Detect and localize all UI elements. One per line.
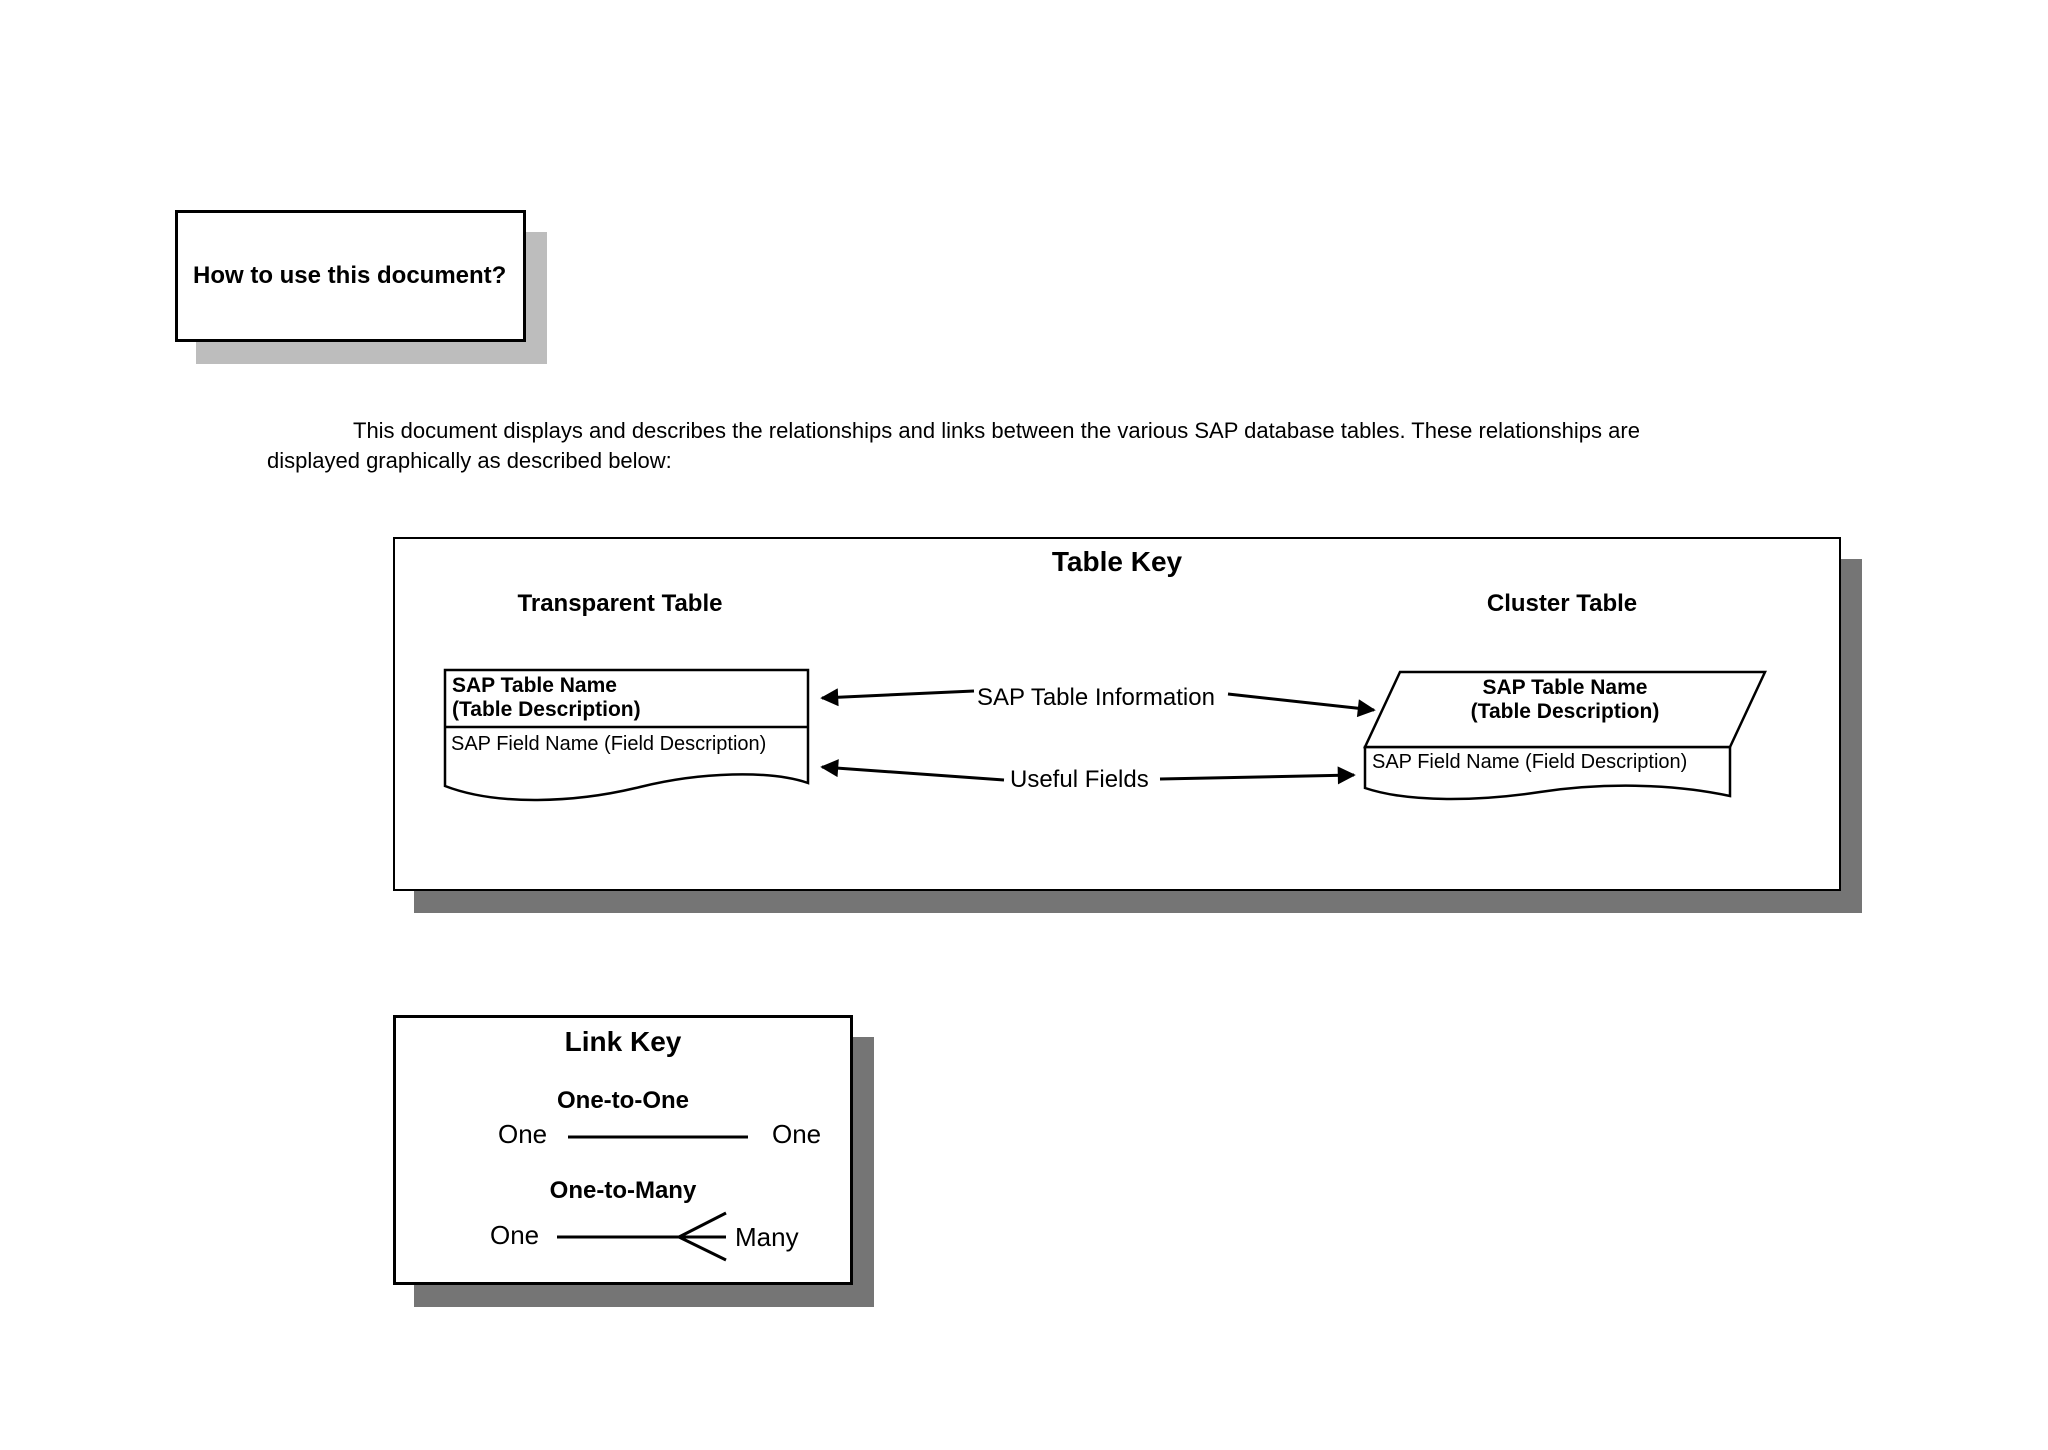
- link-key-panel: [393, 1015, 853, 1285]
- cluster-table-name: SAP Table Name: [1482, 676, 1648, 699]
- transparent-table-header: SAP Table Name (Table Description): [452, 674, 641, 722]
- one-to-one-right-label: One: [772, 1119, 822, 1149]
- one-to-one-left-label: One: [498, 1119, 548, 1149]
- cluster-table-heading: Cluster Table: [1486, 590, 1638, 617]
- table-key-title: Table Key: [1051, 546, 1183, 577]
- one-to-many-heading: One-to-Many: [549, 1177, 697, 1204]
- label-useful-fields: Useful Fields: [1010, 766, 1149, 793]
- transparent-table-description: (Table Description): [452, 698, 641, 721]
- intro-line-1: This document displays and describes the…: [353, 418, 1640, 443]
- cluster-table-field: SAP Field Name (Field Description): [1372, 751, 1688, 773]
- one-to-many-right-label: Many: [735, 1222, 799, 1252]
- transparent-table-field: SAP Field Name (Field Description): [451, 733, 767, 755]
- label-sap-table-information: SAP Table Information: [977, 684, 1215, 711]
- one-to-many-left-label: One: [490, 1220, 540, 1250]
- transparent-table-heading: Transparent Table: [517, 590, 723, 617]
- transparent-table-name: SAP Table Name: [452, 674, 617, 697]
- howto-title: How to use this document?: [193, 262, 507, 289]
- cluster-table-header: SAP Table Name (Table Description): [1471, 676, 1660, 724]
- cluster-table-description: (Table Description): [1470, 700, 1660, 723]
- intro-paragraph: This document displays and describes the…: [267, 416, 1640, 476]
- intro-line-2: displayed graphically as described below…: [267, 448, 672, 473]
- one-to-one-heading: One-to-One: [557, 1087, 689, 1114]
- howto-box: How to use this document?: [175, 210, 526, 342]
- link-key-title: Link Key: [564, 1026, 682, 1057]
